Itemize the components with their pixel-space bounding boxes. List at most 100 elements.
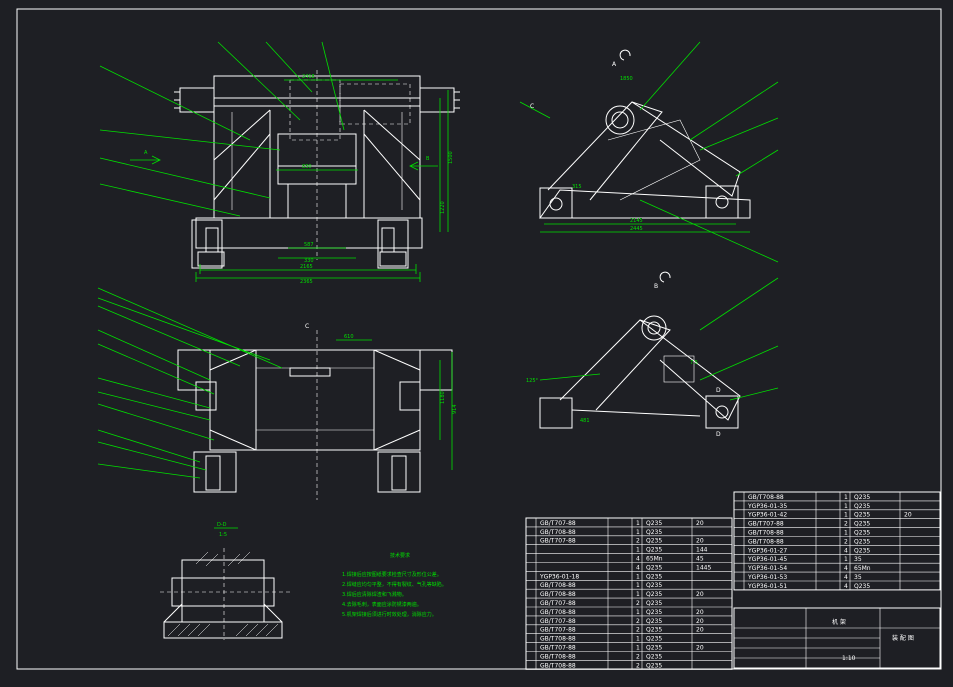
bom-left-qty: 1 — [636, 520, 640, 527]
bom-left-mat: Q235 — [646, 582, 662, 589]
note-1: 1.焊接后应按图纸要求检查尺寸及形位公差。 — [342, 571, 442, 578]
bom-right-mat: Q235 — [854, 503, 870, 510]
bom-left-wt: 20 — [696, 591, 704, 598]
dim-top-view-right-1: 1180 — [440, 391, 446, 404]
dim-top-view-right-2: 914 — [452, 404, 458, 414]
bom-right-qty: 2 — [844, 521, 848, 528]
bom-left-qty: 1 — [636, 573, 640, 580]
section-d-d: D-D 1:5 — [160, 522, 290, 640]
bom-left-code: GB/T708-88 — [540, 636, 576, 643]
technical-notes: 技术要求 1.焊接后应按图纸要求检查尺寸及形位公差。 2.焊缝应均匀平整，不得有… — [342, 552, 447, 618]
bom-right-mat: Q235 — [854, 521, 870, 528]
bom-right-code: GB/T708-88 — [748, 494, 784, 501]
bom-left-qty: 1 — [636, 529, 640, 536]
bom-right-mat: Q235 — [854, 512, 870, 519]
bom-right-mat: 65Mn — [854, 565, 871, 572]
bom-left-mat: Q235 — [646, 600, 662, 607]
bom-right-code: GB/T708-88 — [748, 538, 784, 545]
dim-a-bottom-2: 2445 — [630, 226, 643, 232]
bom-right-qty: 4 — [844, 547, 848, 554]
bom-right-qty: 4 — [844, 574, 848, 581]
bom-right-code: YGP36-01-53 — [747, 574, 787, 581]
bom-right-qty: 2 — [844, 538, 848, 545]
title-block-name: 机 架 — [832, 618, 846, 626]
dim-a-bottom-1: 2145 — [630, 218, 643, 224]
bom-right-mat: Q235 — [854, 583, 870, 590]
bom-left-qty: 1 — [636, 547, 640, 554]
dim-b-angle: 125° — [526, 378, 539, 384]
bom-right-mat: 35 — [854, 556, 862, 563]
bom-right-row: GB/T708-88 2 Q235 — [748, 538, 870, 545]
dim-b-1: 7.5 — [690, 360, 698, 366]
bom-right-row: YGP36-01-35 1 Q235 — [747, 503, 870, 510]
bom-left-qty: 1 — [636, 591, 640, 598]
bom-left-code: GB/T707-88 — [540, 618, 576, 625]
bom-left-qty: 2 — [636, 600, 640, 607]
view-marker-a: A — [144, 150, 148, 156]
bom-right-row: GB/T707-88 2 Q235 — [748, 521, 870, 528]
bom-right-qty: 1 — [844, 512, 848, 519]
bom-left-code: GB/T707-88 — [540, 645, 576, 652]
bom-left-qty: 1 — [636, 636, 640, 643]
bom-right-code: GB/T708-88 — [748, 530, 784, 537]
bom-left-qty: 4 — [636, 556, 640, 563]
bom-left-row: GB/T707-88 2 Q235 — [540, 600, 662, 607]
view-marker-b: B — [426, 156, 430, 162]
title-block-type: 装 配 图 — [892, 634, 914, 642]
bom-right-qty: 1 — [844, 556, 848, 563]
bom-left-mat: Q235 — [646, 564, 662, 571]
bom-left-code: YGP36-01-18 — [539, 573, 579, 580]
bom-right-qty: 1 — [844, 530, 848, 537]
bom-right-qty: 4 — [844, 583, 848, 590]
bom-left-wt: 144 — [696, 547, 708, 554]
front-view: 2165 2365 2418 830 587 330 1500 1220 A B — [99, 41, 460, 285]
dim-front-height-left: 1220 — [440, 201, 446, 214]
bom-left-code: GB/T707-88 — [540, 600, 576, 607]
bom-left-code: GB/T707-88 — [540, 520, 576, 527]
dim-front-top: 2418 — [302, 74, 315, 80]
bom-left-qty: 2 — [636, 653, 640, 660]
bom-right-mat: Q235 — [854, 538, 870, 545]
bom-right-code: YGP36-01-54 — [747, 565, 787, 572]
bom-left-wt: 1445 — [696, 564, 711, 571]
bom-left-mat: Q235 — [646, 538, 662, 545]
bom-left-mat: Q235 — [646, 645, 662, 652]
dim-front-height-right: 1500 — [448, 151, 454, 164]
title-block: 机 架 装 配 图 1:10 — [733, 607, 941, 669]
section-title: D-D — [217, 522, 227, 528]
bom-left-qty: 2 — [636, 627, 640, 634]
bom-left-mat: Q235 — [646, 662, 662, 669]
bom-left-code: GB/T708-88 — [540, 591, 576, 598]
view-label-c-top: C — [305, 323, 309, 330]
bom-left-code: GB/T707-88 — [540, 627, 576, 634]
view-b-label: B — [654, 283, 658, 290]
bom-left-qty: 2 — [636, 538, 640, 545]
bom-right-qty: 1 — [844, 503, 848, 510]
view-a-label: A — [612, 61, 617, 68]
view-a: A C 2145 2445 1850 315 — [519, 41, 779, 263]
dim-b-2: 481 — [580, 418, 590, 424]
note-2: 2.焊缝应均匀平整，不得有裂纹、气孔等缺陷。 — [342, 581, 447, 588]
bom-left-wt: 20 — [696, 645, 704, 652]
title-block-scale: 1:10 — [842, 655, 856, 662]
bom-right-code: YGP36-01-35 — [747, 503, 787, 510]
bom-right-code: GB/T707-88 — [748, 521, 784, 528]
bom-left-mat: Q235 — [646, 627, 662, 634]
svg-text:D: D — [716, 387, 721, 394]
bom-right-qty: 4 — [844, 565, 848, 572]
